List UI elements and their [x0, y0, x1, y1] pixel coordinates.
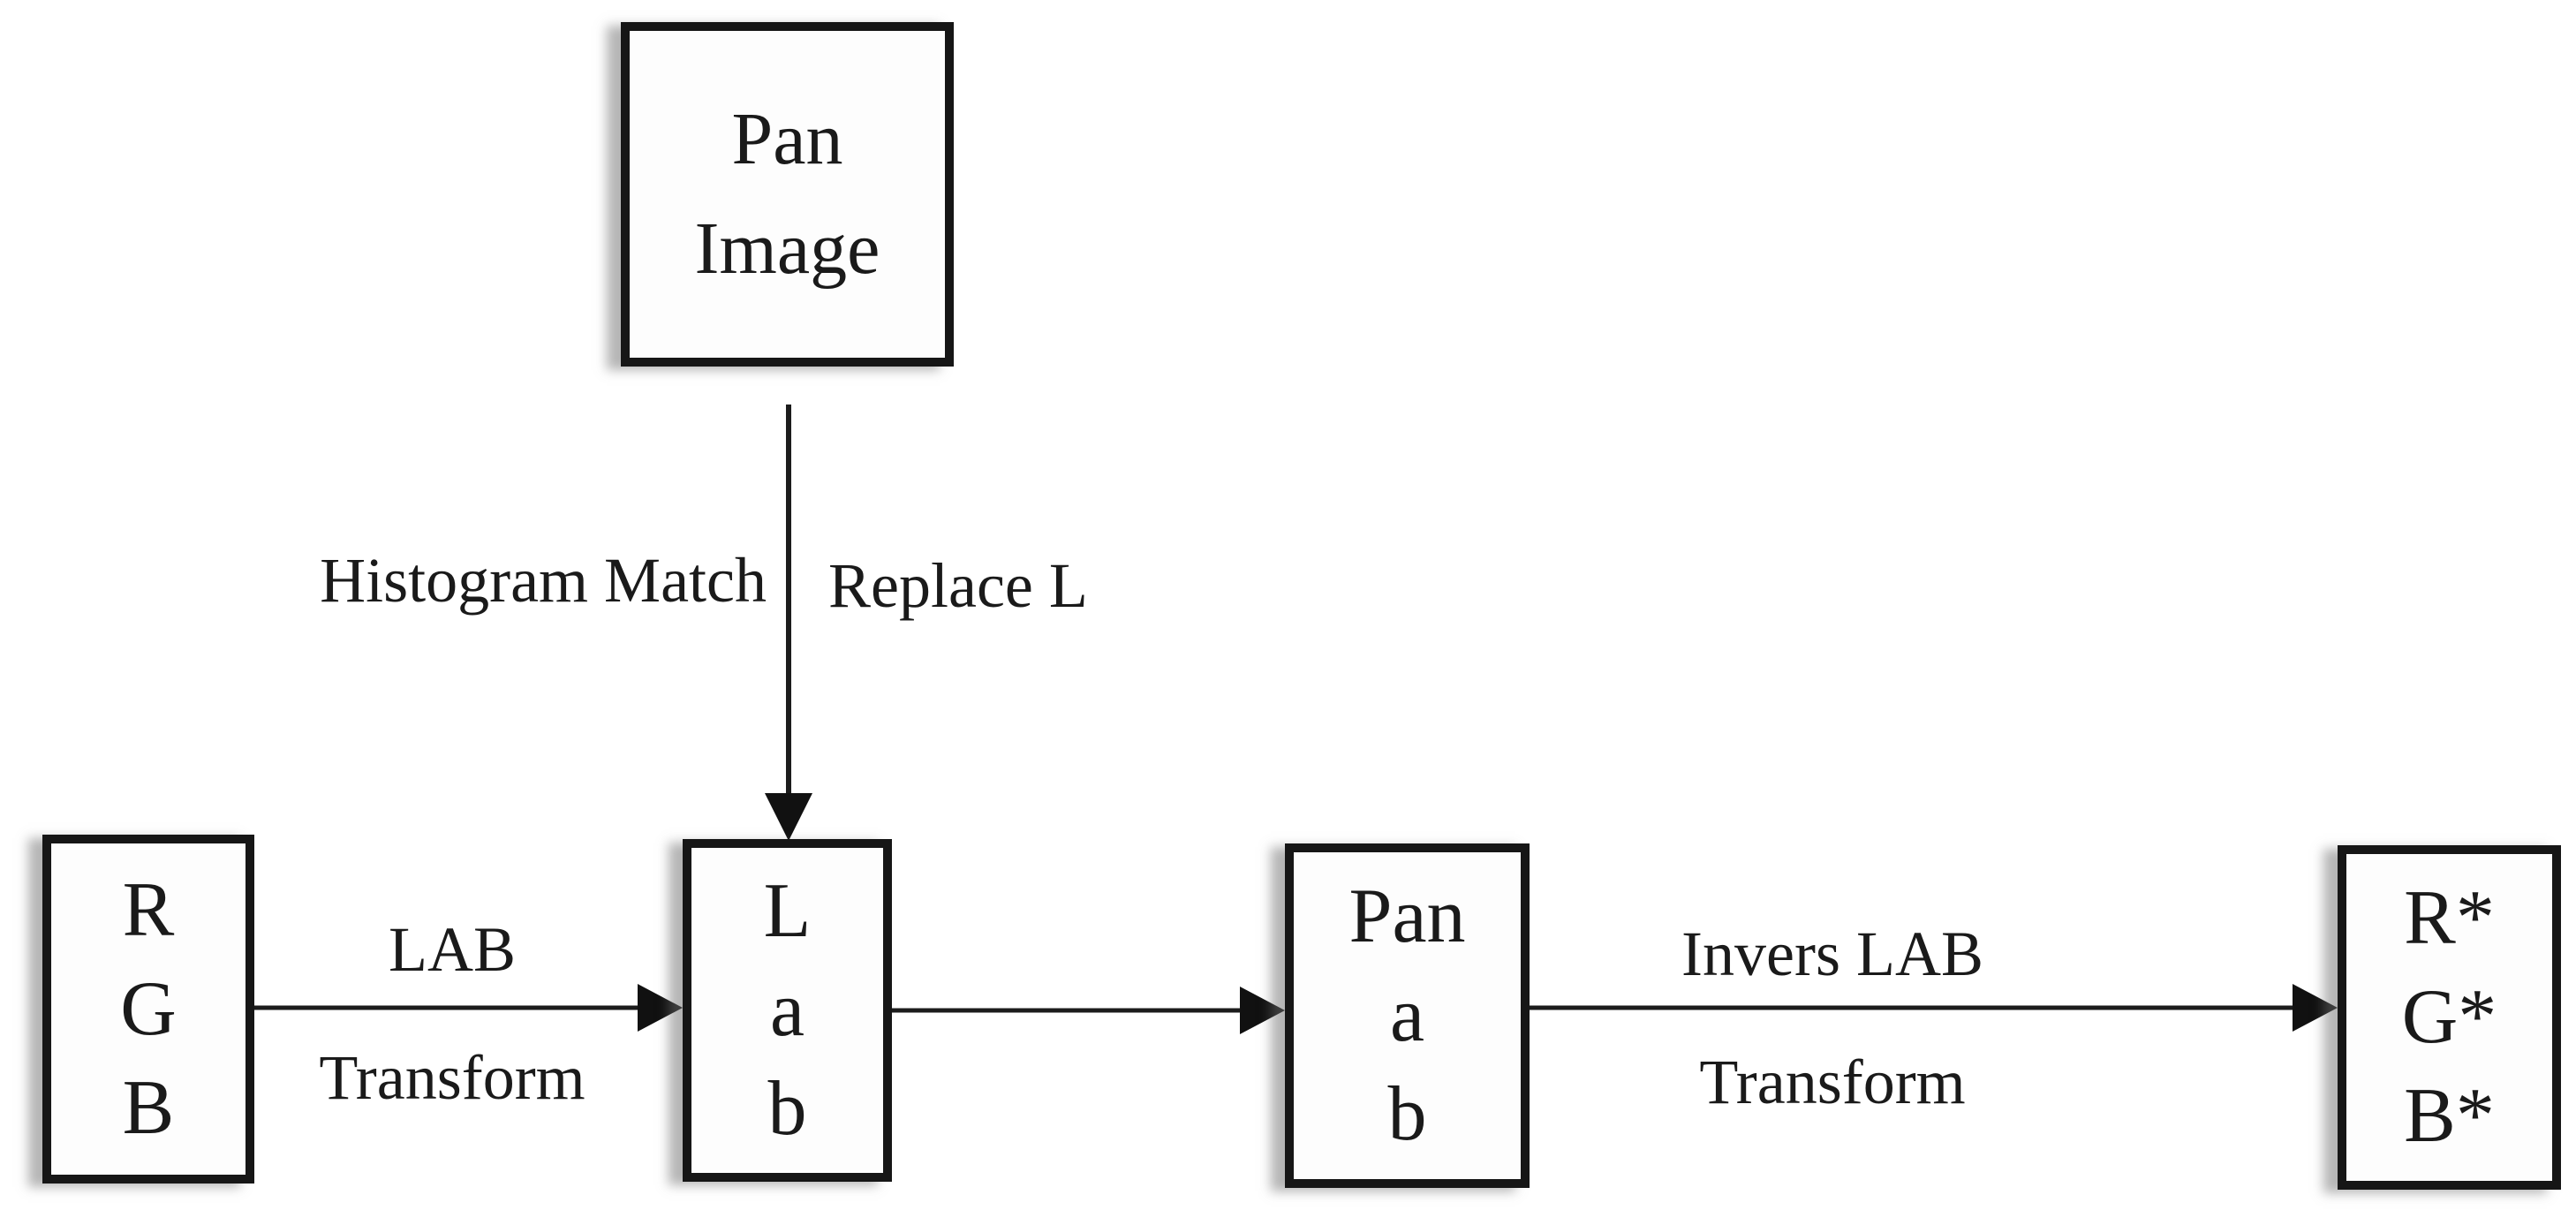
node-lab: L a b	[683, 839, 892, 1182]
node-rgb-star: R* G* B*	[2338, 845, 2561, 1190]
arrowhead-down-icon	[765, 793, 812, 841]
edge-label-invers-lab: Invers LAB	[1681, 919, 1983, 989]
node-rgb: R G B	[42, 835, 254, 1184]
node-label-line: Image	[694, 208, 880, 290]
node-label-line: G*	[2401, 974, 2497, 1060]
edge-label-invers-transform: Transform	[1699, 1047, 1966, 1117]
arrowhead-right-icon	[2293, 984, 2338, 1032]
node-label-line: a	[1389, 972, 1425, 1058]
arrow-rgb-to-lab	[254, 984, 683, 1032]
node-label-line: b	[767, 1066, 807, 1152]
node-pan-image: Pan Image	[621, 22, 954, 367]
arrow-lab-to-pan-ab	[892, 987, 1285, 1034]
node-label-line: G	[120, 965, 177, 1052]
arrowhead-right-icon	[638, 984, 683, 1032]
node-label-line: R	[122, 866, 175, 953]
edge-label-replace-l: Replace L	[828, 550, 1088, 621]
node-label-line: Pan	[1348, 873, 1466, 959]
edge-label-lab-transform: Transform	[319, 1042, 585, 1113]
node-label-line: Pan	[731, 98, 843, 180]
node-label-line: B	[122, 1064, 175, 1151]
node-label-line: B*	[2404, 1073, 2495, 1159]
node-label-line: b	[1387, 1071, 1427, 1157]
arrow-pan-ab-to-rgb-star	[1530, 984, 2338, 1032]
node-pan-ab: Pan a b	[1285, 843, 1530, 1188]
arrowhead-right-icon	[1240, 987, 1285, 1034]
edge-label-lab: LAB	[389, 914, 516, 985]
node-label-line: L	[763, 868, 812, 954]
node-label-line: a	[769, 967, 805, 1053]
edge-label-histogram-match: Histogram Match	[320, 545, 767, 616]
arrow-pan-image-to-lab	[765, 405, 812, 841]
node-label-line: R*	[2404, 875, 2495, 961]
